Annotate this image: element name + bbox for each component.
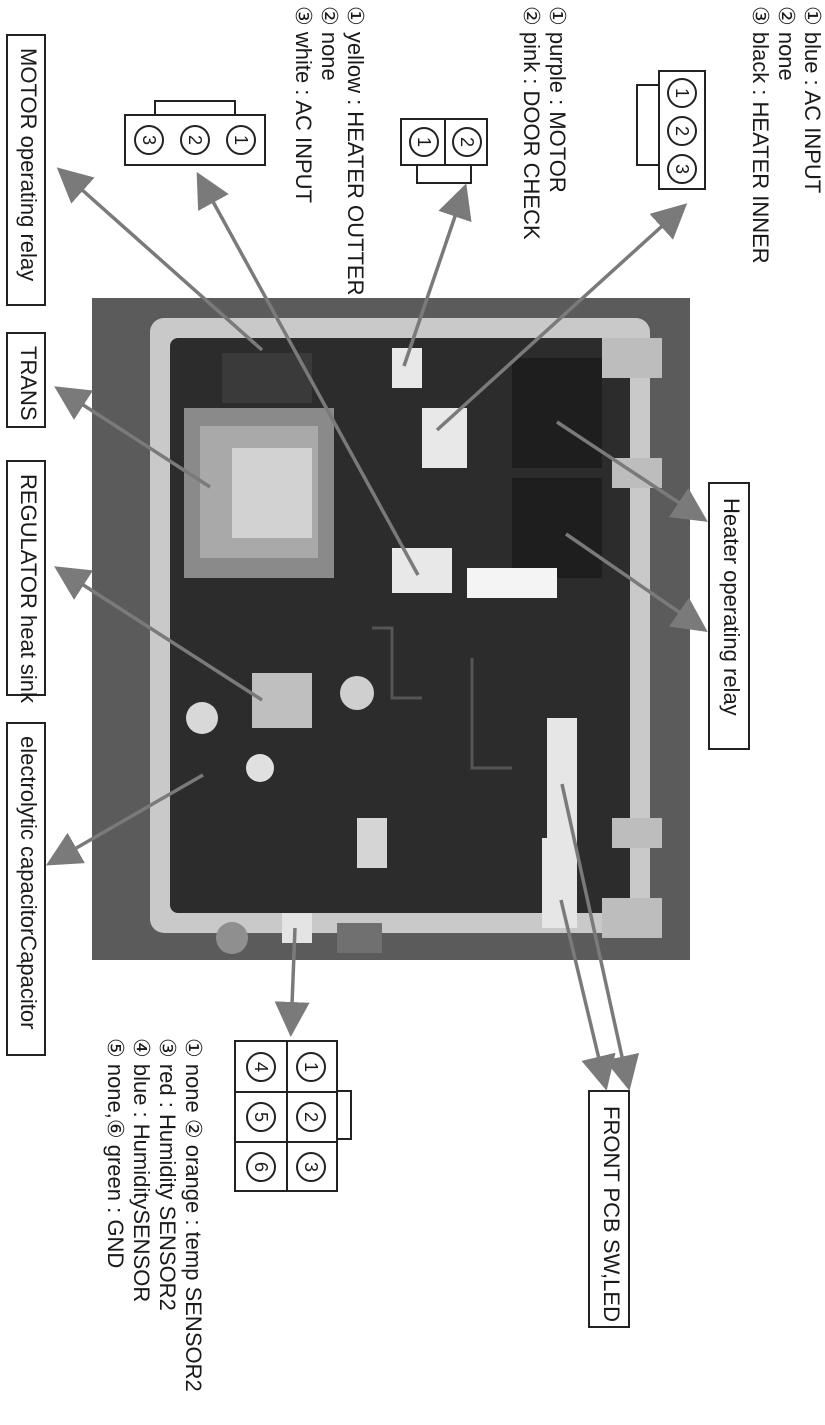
sensor-connector: 1 2 3 4 5 6 — [234, 1040, 338, 1192]
heater-inner-connector-tab — [636, 84, 658, 166]
legend-heater-outter-line-3: ③ white : AC INPUT — [291, 6, 316, 203]
pin-5: 5 — [246, 1102, 276, 1132]
legend-motor-door-line-1: ① purple : MOTOR — [545, 6, 570, 193]
pin-3: 3 — [134, 125, 164, 155]
legend-sensor-line-2: ③ red : Humidity SENSOR2 — [155, 1038, 180, 1311]
heater-outter-connector-tab — [154, 100, 236, 114]
electrolytic-label-box: electrolytic capacitorCapacitor — [6, 722, 46, 1056]
legend-heater-outter-line-1: ① yellow : HEATER OUTTER — [343, 6, 368, 296]
pin-2: 2 — [452, 127, 482, 157]
regulator-label: REGULATOR heat sink — [16, 474, 41, 704]
pin-2: 2 — [296, 1102, 326, 1132]
pin-2: 2 — [667, 116, 697, 146]
heater-inner-connector: 1 2 3 — [658, 70, 706, 190]
legend-sensor-line-4: ⑤ none,⑥ green : GND — [103, 1038, 128, 1269]
legend-motor-door-line-2: ② pink : DOOR CHECK — [519, 6, 544, 240]
pin-3: 3 — [296, 1152, 326, 1182]
legend-heater-inner-line-3: ③ black : HEATER INNER — [748, 6, 773, 264]
pcb-photo-illustration — [150, 318, 662, 954]
pin-6: 6 — [246, 1152, 276, 1182]
sensor-connector-tab — [338, 1090, 352, 1140]
legend-heater-outter-line-2: ② none — [317, 6, 342, 81]
motor-relay-label-box: MOTOR operating relay — [6, 34, 46, 306]
regulator-label-box: REGULATOR heat sink — [6, 460, 46, 703]
pin-1: 1 — [296, 1052, 326, 1082]
pin-1: 1 — [409, 127, 439, 157]
trans-label: TRANS — [16, 346, 41, 421]
front-pcb-label: FRONT PCB SW,LED — [599, 1106, 624, 1322]
pin-3: 3 — [667, 154, 697, 184]
legend-heater-inner-line-1: ① blue : AC INPUT — [800, 6, 825, 194]
trans-label-box: TRANS — [6, 332, 46, 428]
legend-sensor-line-1: ① none ② orange : temp SENSOR2 — [181, 1038, 206, 1392]
heater-relay-label: Heater operating relay — [719, 498, 744, 716]
motor-relay-label: MOTOR operating relay — [16, 48, 41, 282]
legend-sensor: ① none ② orange : temp SENSOR2 ③ red : H… — [102, 1038, 206, 1392]
legend-sensor-line-3: ④ blue : HumiditySENSOR — [129, 1038, 154, 1303]
heater-relay-label-box: Heater operating relay — [708, 482, 750, 750]
motor-door-connector: 1 2 — [400, 118, 488, 166]
heater-outter-connector: 3 2 1 — [124, 114, 266, 166]
pin-4: 4 — [246, 1052, 276, 1082]
pin-2: 2 — [180, 125, 210, 155]
front-pcb-label-box: FRONT PCB SW,LED — [588, 1090, 630, 1328]
legend-motor-door: ① purple : MOTOR ② pink : DOOR CHECK — [518, 6, 570, 240]
pin-1: 1 — [667, 78, 697, 108]
legend-heater-inner: ① blue : AC INPUT ② none ③ black : HEATE… — [747, 6, 825, 264]
pin-1: 1 — [226, 125, 256, 155]
electrolytic-label: electrolytic capacitorCapacitor — [16, 736, 41, 1030]
pcb-photo — [92, 298, 690, 960]
legend-heater-outter: ① yellow : HEATER OUTTER ② none ③ white … — [290, 6, 368, 295]
motor-door-connector-tab — [416, 166, 472, 184]
legend-heater-inner-line-2: ② none — [774, 6, 799, 81]
